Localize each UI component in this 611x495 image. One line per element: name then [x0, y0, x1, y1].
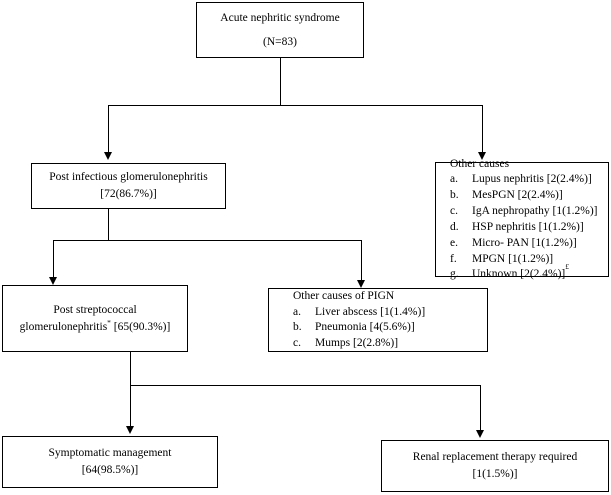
list-text: Unknown [2(2.4%)] [472, 268, 566, 281]
list-text: MPGN [1(1.2%)] [472, 252, 554, 265]
connector-level3-left-drop [130, 385, 131, 428]
node-renal-replacement-therapy: Renal replacement therapy required [1(1.… [381, 440, 609, 492]
list-marker: g. [450, 268, 459, 281]
arrowhead-to-post-streptococcal [49, 277, 57, 285]
node-post-streptococcal-glomerulonephritis: Post streptococcal glomerulonephritis* [… [2, 285, 188, 352]
connector-level1-right-drop [482, 105, 483, 154]
node-post-strep-count: [65(90.3%)] [110, 320, 171, 333]
node-other-causes-of-pign-title: Other causes of PIGN [293, 289, 395, 302]
list-text: Pneumonia [4(5.6%)] [315, 321, 415, 334]
footnote-marker-pound: £ [565, 262, 570, 272]
node-pign-line1: Post infectious glomerulonephritis [49, 171, 208, 184]
other-causes-list: a. Lupus nephritis [2(2.4%)] b. MesPGN [… [436, 172, 608, 283]
connector-level1-bar [108, 105, 482, 106]
arrowhead-to-renal-replacement-therapy [476, 430, 484, 438]
connector-post-strep-stem [130, 352, 131, 385]
list-text: IgA nephropathy [1(1.2%)] [472, 205, 598, 218]
list-marker: c. [293, 337, 301, 350]
list-text: Mumps [2(2.8%)] [315, 337, 399, 350]
node-rrt-count: [1(1.5%)] [472, 468, 518, 480]
connector-level3-right-drop [480, 385, 481, 432]
list-marker: b. [450, 189, 459, 202]
connector-root-stem [280, 58, 281, 105]
list-item: b. MesPGN [2(2.4%)] [450, 188, 608, 204]
list-item: a. Lupus nephritis [2(2.4%)] [450, 172, 608, 188]
node-post-strep-line2: glomerulonephritis* [65(90.3%)] [19, 317, 171, 336]
node-other-causes-of-pign: Other causes of PIGN a. Liver abscess [1… [268, 288, 488, 352]
node-pign-count: [72(86.7%)] [100, 188, 157, 200]
footnote-marker-asterisk: * [107, 317, 111, 327]
connector-level2-bar [53, 240, 361, 241]
node-symptomatic-management: Symptomatic management [64(98.5%)] [2, 436, 218, 488]
list-marker: f. [450, 252, 457, 265]
list-item: c. IgA nephropathy [1(1.2%)] [450, 204, 608, 220]
node-acute-nephritic-syndrome-count: (N=83) [263, 35, 297, 48]
list-item: d. HSP nephritis [1(1.2%)] [450, 220, 608, 236]
node-rrt-line1: Renal replacement therapy required [412, 451, 578, 464]
node-other-causes-title: Other causes [450, 157, 510, 170]
list-text: Lupus nephritis [2(2.4%)] [472, 173, 592, 186]
list-marker: c. [450, 205, 458, 218]
list-marker: a. [450, 173, 458, 186]
connector-level1-left-drop [108, 105, 109, 154]
other-causes-pign-list: a. Liver abscess [1(1.4%)] b. Pneumonia … [269, 305, 487, 353]
connector-pign-stem [108, 209, 109, 240]
list-text: MesPGN [2(2.4%)] [472, 189, 563, 202]
node-post-strep-line1: Post streptococcal [53, 303, 137, 316]
connector-level3-bar [130, 385, 480, 386]
node-symptomatic-count: [64(98.5%)] [81, 464, 139, 476]
node-acute-nephritic-syndrome: Acute nephritic syndrome (N=83) [196, 2, 364, 58]
node-other-causes: Other causes a. Lupus nephritis [2(2.4%)… [435, 158, 609, 280]
list-item: b. Pneumonia [4(5.6%)] [293, 320, 487, 336]
list-marker: b. [293, 321, 302, 334]
list-item: c. Mumps [2(2.8%)] [293, 336, 487, 352]
list-item: e. Micro- PAN [1(1.2%)] [450, 236, 608, 252]
list-marker: d. [450, 220, 459, 233]
node-post-infectious-glomerulonephritis: Post infectious glomerulonephritis [72(8… [31, 163, 226, 209]
list-text: Micro- PAN [1(1.2%)] [472, 236, 577, 249]
list-item: g. Unknown [2(2.4%)]£ [450, 262, 608, 283]
node-post-strep-term: glomerulonephritis [19, 320, 108, 333]
connector-level2-right-drop [361, 240, 362, 283]
node-symptomatic-line1: Symptomatic management [48, 447, 172, 460]
arrowhead-to-other-causes [478, 152, 486, 160]
arrowhead-to-symptomatic-management [126, 426, 134, 434]
node-acute-nephritic-syndrome-line1: Acute nephritic syndrome [220, 11, 340, 24]
diagram-title: Acute nephritic syndrome patient flow [0, 0, 1, 1]
list-marker: e. [450, 236, 458, 249]
arrowhead-to-pign [104, 152, 112, 160]
list-text: Liver abscess [1(1.4%)] [315, 305, 426, 318]
connector-level2-left-drop [53, 240, 54, 280]
list-item: a. Liver abscess [1(1.4%)] [293, 305, 487, 321]
list-text: HSP nephritis [1(1.2%)] [472, 220, 584, 233]
list-marker: a. [293, 305, 301, 318]
list-item: f. MPGN [1(1.2%)] [450, 252, 608, 268]
arrowhead-to-other-causes-pign [357, 280, 365, 288]
